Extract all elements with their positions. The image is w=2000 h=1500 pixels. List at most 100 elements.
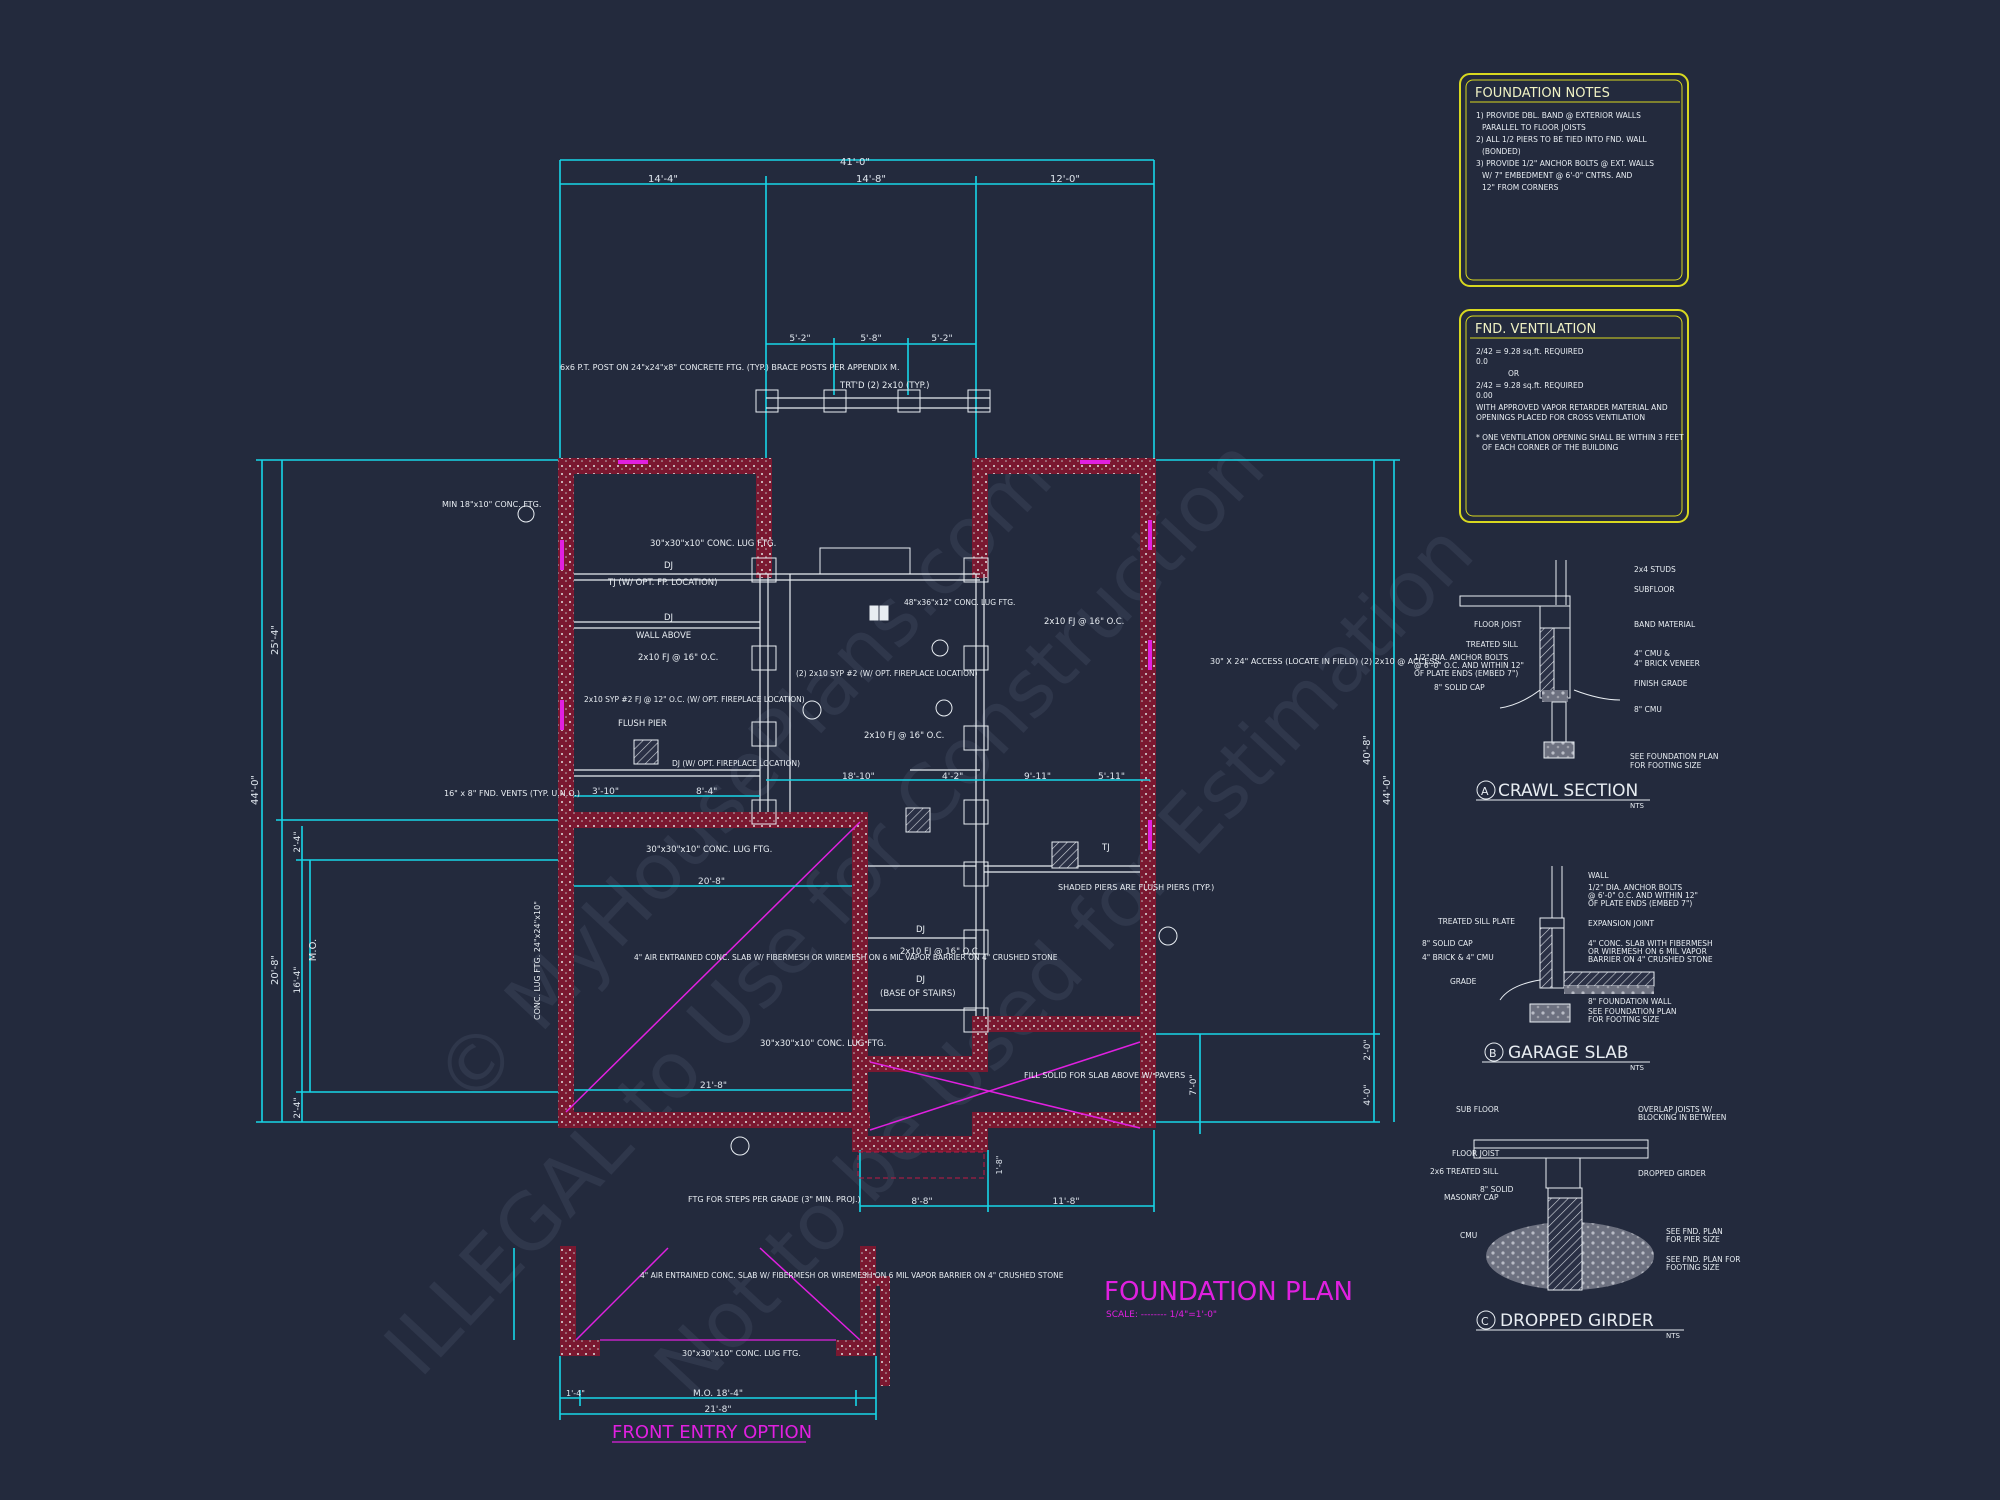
label-base-stairs: (BASE OF STAIRS): [880, 989, 956, 999]
dim-20: 20'-8": [698, 877, 725, 887]
dim-upper-depth: 25'-4": [270, 625, 281, 655]
crawl-nts: NTS: [1630, 802, 1645, 810]
dim-right-c: 4'-0": [1363, 1084, 1373, 1105]
foundation-notes-lines: 1) PROVIDE DBL. BAND @ EXTERIOR WALLS PA…: [1476, 111, 1654, 192]
ventilation-lines: 2/42 = 9.28 sq.ft. REQUIRED 0.0 OR 2/42 …: [1476, 347, 1684, 452]
right-dimensions: 44'-0" 40'-8" 2'-0" 7'-0" 4'-0": [1156, 459, 1400, 1134]
dim-right-overall: 44'-0": [1382, 775, 1393, 805]
bottom-dimensions: 8'-8" 11'-8" 1'-8": [857, 1130, 1155, 1212]
girder-label: CMU: [1460, 1231, 1477, 1240]
vent-line: 0.0: [1476, 357, 1488, 366]
front-entry-title: FRONT ENTRY OPTION: [612, 1422, 812, 1443]
dim-right-b: 7'-0": [1189, 1074, 1199, 1095]
label-dj-3: DJ: [916, 925, 925, 935]
note-line: 3) PROVIDE 1/2" ANCHOR BOLTS @ EXT. WALL…: [1476, 159, 1654, 168]
porch-posts: [755, 389, 991, 413]
dim-21: 21'-8": [700, 1081, 727, 1091]
label-min-conc: MIN 18"x10" CONC. FTG.: [442, 500, 541, 509]
dim-mo: M.O.: [308, 939, 319, 961]
vent-line: 0.00: [1476, 391, 1493, 400]
note-line: (BONDED): [1482, 147, 1521, 156]
crawl-label: 1/2" DIA. ANCHOR BOLTS: [1414, 653, 1508, 662]
crawl-label: OF PLATE ENDS (EMBED 7"): [1414, 669, 1518, 678]
dim-9: 9'-11": [1024, 772, 1051, 782]
label-garage-slab: 4" AIR ENTRAINED CONC. SLAB W/ FIBERMESH…: [634, 953, 1058, 962]
note-line: W/ 7" EMBEDMENT @ 6'-0" CNTRS. AND: [1482, 171, 1633, 180]
note-line: PARALLEL TO FLOOR JOISTS: [1482, 123, 1586, 132]
garage-label: GRADE: [1450, 977, 1477, 986]
crawl-label: @ 6'-0" O.C. AND WITHIN 12": [1414, 661, 1524, 670]
front-entry-slab-note: 4" AIR ENTRAINED CONC. SLAB W/ FIBERMESH…: [640, 1271, 1064, 1280]
label-lug-2: 30"x30"x10" CONC. LUG FTG.: [646, 845, 772, 855]
detail-dropped-girder: SUB FLOOR OVERLAP JOISTS W/ BLOCKING IN …: [1430, 1105, 1741, 1340]
note-line: 12" FROM CORNERS: [1482, 183, 1559, 192]
crawl-label: FOR FOOTING SIZE: [1630, 761, 1702, 770]
dim-5: 5'-11": [1098, 772, 1125, 782]
foundation-notes-box: FOUNDATION NOTES 1) PROVIDE DBL. BAND @ …: [1459, 73, 1689, 287]
dim-porch-1: 5'-2": [789, 334, 810, 344]
front-entry-option: 4" AIR ENTRAINED CONC. SLAB W/ FIBERMESH…: [513, 1246, 1064, 1443]
garage-marker: B: [1489, 1047, 1497, 1060]
garage-label: OF PLATE ENDS (EMBED 7"): [1588, 899, 1692, 908]
foundation-walls: [558, 458, 1156, 1152]
dim-seg-1: 14'-4": [648, 174, 678, 185]
dim-bottom-b: 11'-8": [1052, 1197, 1079, 1207]
label-lug-3: 48"x36"x12" CONC. LUG FTG.: [904, 598, 1015, 607]
piers: [633, 547, 1079, 1033]
label-tj-opt: TJ (W/ OPT. FP. LOCATION): [607, 578, 717, 588]
detail-crawl-section: 2x4 STUDS SUBFLOOR FLOOR JOIST BAND MATE…: [1414, 560, 1718, 810]
garage-slab-diagonals: [565, 821, 1141, 1131]
label-post: 6x6 P.T. POST ON 24"x24"x8" CONCRETE FTG…: [560, 363, 900, 372]
section-marker-b: [730, 1136, 750, 1156]
vent-line: 2/42 = 9.28 sq.ft. REQUIRED: [1476, 347, 1584, 356]
dim-overall-depth: 44'-0": [250, 775, 261, 805]
dim-3: 3'-10": [592, 787, 619, 797]
garage-label: 1/2" DIA. ANCHOR BOLTS: [1588, 883, 1682, 892]
girder-label: SUB FLOOR: [1456, 1105, 1499, 1114]
garage-nts: NTS: [1630, 1064, 1645, 1072]
crawl-marker: A: [1481, 785, 1489, 798]
label-sp-opt: (2) 2x10 SYP #2 (W/ OPT. FIREPLACE LOCAT…: [796, 669, 978, 678]
label-fj-opt: 2x10 SYP #2 FJ @ 12" O.C. (W/ OPT. FIREP…: [584, 695, 805, 704]
crawl-label: SEE FOUNDATION PLAN: [1630, 752, 1718, 761]
foundation-notes-title: FOUNDATION NOTES: [1475, 86, 1610, 101]
garage-label: 4" CONC. SLAB WITH FIBERMESH: [1588, 939, 1713, 948]
dim-bottom-a: 8'-8": [911, 1197, 932, 1207]
section-marker-c: [802, 700, 822, 720]
garage-label: @ 6'-0" O.C. AND WITHIN 12": [1588, 891, 1698, 900]
crawl-label: BAND MATERIAL: [1634, 620, 1696, 629]
girder-label: FOOTING SIZE: [1666, 1263, 1720, 1272]
girder-marker: C: [1481, 1315, 1489, 1328]
girder-nts: NTS: [1666, 1332, 1681, 1340]
garage-label: WALL: [1588, 871, 1609, 880]
label-dj-4: DJ: [916, 975, 925, 985]
section-markers: [517, 505, 1178, 1156]
crawl-label: 2x4 STUDS: [1634, 565, 1676, 574]
girder-label: SEE FND. PLAN FOR: [1666, 1255, 1741, 1264]
front-entry-lug: 30"x30"x10" CONC. LUG FTG.: [682, 1349, 801, 1358]
left-dimensions: 44'-0" 25'-4" 20'-8" 2'-4" 16'-4" 2'-4" …: [250, 459, 558, 1123]
note-line: 1) PROVIDE DBL. BAND @ EXTERIOR WALLS: [1476, 111, 1641, 120]
front-entry-side: 1'-4": [566, 1389, 585, 1398]
label-lug-4: 30"x30"x10" CONC. LUG FTG.: [760, 1039, 886, 1049]
girder-label: MASONRY CAP: [1444, 1193, 1499, 1202]
crawl-label: 4" CMU &: [1634, 649, 1670, 658]
garage-label: OR WIREMESH ON 6 MIL VAPOR: [1588, 947, 1707, 956]
dim-4: 4'-2": [942, 772, 963, 782]
crawl-label: TREATED SILL: [1465, 640, 1519, 649]
label-fill: FILL SOLID FOR SLAB ABOVE W/ PAVERS: [1024, 1071, 1185, 1080]
label-trtd: TRT'D (2) 2x10 (TYP.): [839, 381, 929, 391]
ventilation-box: FND. VENTILATION 2/42 = 9.28 sq.ft. REQU…: [1459, 309, 1689, 523]
plan-scale: SCALE: -------- 1/4"=1'-0": [1106, 1310, 1217, 1320]
crawl-label: 4" BRICK VENEER: [1634, 659, 1700, 668]
dim-porch-3: 5'-2": [931, 334, 952, 344]
crawl-label: 8" SOLID CAP: [1434, 683, 1485, 692]
crawl-label: 8" CMU: [1634, 705, 1662, 714]
garage-label: SEE FOUNDATION PLAN: [1588, 1007, 1676, 1016]
dim-18: 18'-10": [842, 772, 875, 782]
front-entry-mo: M.O. 18'-4": [693, 1389, 743, 1399]
dim-porch-2: 5'-8": [860, 334, 881, 344]
note-line: 2) ALL 1/2 PIERS TO BE TIED INTO FND. WA…: [1476, 135, 1648, 144]
label-tj: TJ: [1101, 843, 1110, 853]
